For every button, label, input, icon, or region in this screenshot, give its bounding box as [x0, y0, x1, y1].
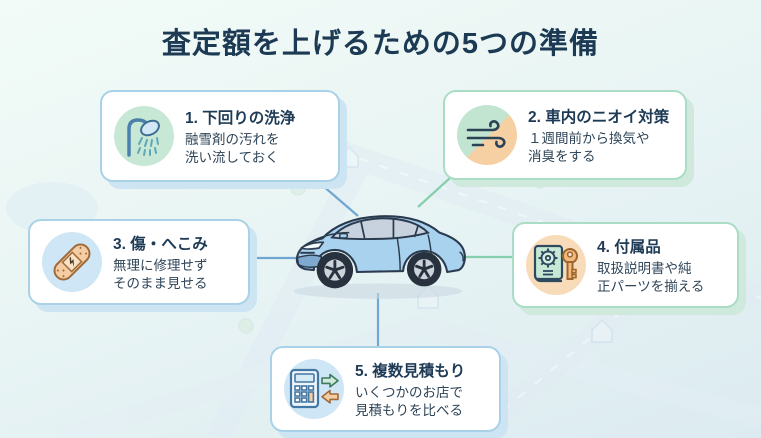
card-body-line: 正パーツを揃える	[597, 278, 705, 294]
card-body: いくつかのお店で 見積もりを比べる	[355, 384, 465, 420]
card-title: 3. 傷・へこみ	[113, 235, 208, 253]
card-odor-control: 2. 車内のニオイ対策 １週間前から換気や 消臭をする	[443, 90, 687, 180]
card-body: 取扱説明書や純 正パーツを揃える	[597, 260, 704, 296]
connector-card1	[314, 178, 359, 217]
card-underbody-wash: 1. 下回りの洗浄 融雪剤の汚れを 洗い流しておく	[100, 90, 340, 182]
card-accessories: 4. 付属品 取扱説明書や純 正パーツを揃える	[512, 222, 739, 308]
calculator-icon	[284, 359, 344, 419]
card-body: １週間前から換気や 消臭をする	[528, 130, 669, 166]
card-title: 1. 下回りの洗浄	[185, 109, 296, 127]
car-illustration	[284, 192, 476, 304]
card-body: 融雪剤の汚れを 洗い流しておく	[185, 131, 295, 167]
connector-card2	[417, 177, 451, 208]
card-body-line: 見積もりを比べる	[355, 402, 463, 418]
card-body-line: 無理に修理せず	[113, 257, 208, 273]
card-body-line: 融雪剤の汚れを	[185, 131, 280, 147]
card-scratches-dents: 3. 傷・へこみ 無理に修理せず そのまま見せる	[28, 219, 250, 305]
card-body-line: 洗い流しておく	[185, 149, 279, 165]
card-title: 5. 複数見積もり	[355, 362, 466, 380]
card-body-line: 取扱説明書や純	[597, 260, 692, 276]
card-body: 無理に修理せず そのまま見せる	[113, 257, 208, 293]
bandage-icon	[42, 232, 102, 292]
card-body-line: そのまま見せる	[113, 275, 208, 291]
card-body-line: 消臭をする	[528, 148, 596, 164]
shower-icon	[114, 106, 174, 166]
card-body-line: いくつかのお店で	[355, 384, 463, 400]
card-body-line: １週間前から換気や	[528, 130, 650, 146]
card-title: 2. 車内のニオイ対策	[528, 108, 670, 126]
book-key-icon	[526, 235, 586, 295]
card-multiple-quotes: 5. 複数見積もり いくつかのお店で 見積もりを比べる	[270, 346, 501, 432]
wind-icon	[457, 105, 517, 165]
card-title: 4. 付属品	[597, 238, 661, 256]
page-title: 査定額を上げるための5つの準備	[161, 28, 600, 60]
